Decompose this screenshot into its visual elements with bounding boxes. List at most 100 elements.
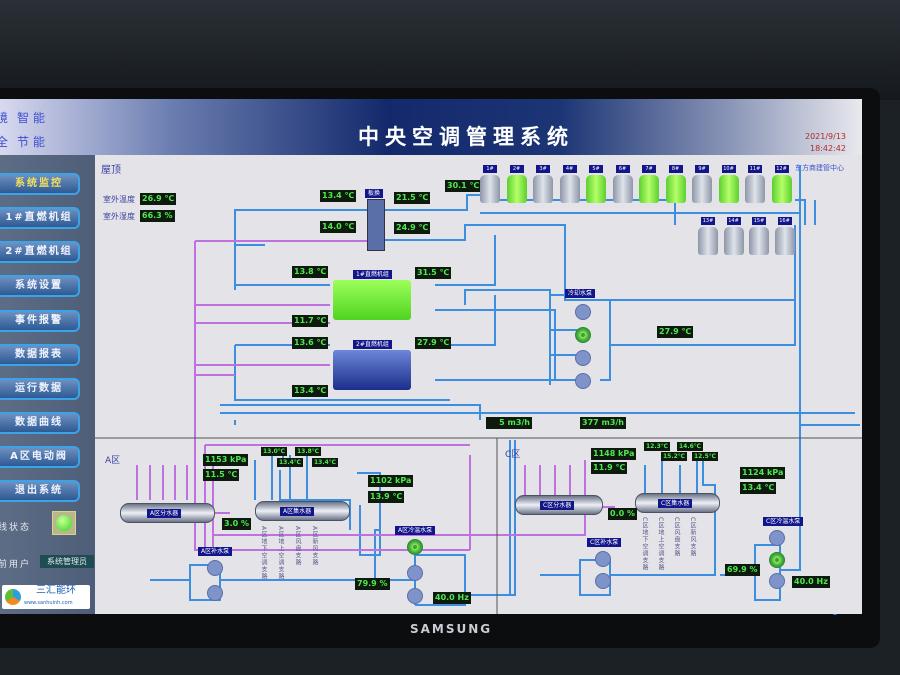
- branch-temp: 13.8℃: [295, 447, 322, 456]
- nav-data-curve[interactable]: 数据曲线: [0, 412, 80, 434]
- zone-c-bypass-valve: 0.0 %: [608, 508, 637, 520]
- background-ceiling: [0, 0, 900, 100]
- scada-screen: 境 智能 全 节能 中央空调管理系统 2021/9/13 18:42:42 东方…: [0, 99, 862, 614]
- cooling-pump-2[interactable]: [575, 327, 591, 343]
- cooling-tower[interactable]: [506, 175, 527, 203]
- cooling-pump-4[interactable]: [575, 373, 591, 389]
- online-status-lamp: [52, 511, 76, 535]
- cooling-tower[interactable]: [774, 227, 795, 255]
- cooling-tower-label: 13#: [701, 217, 715, 225]
- temp-reading: 13.4 ℃: [320, 190, 357, 202]
- zone-a-circ-pump-1[interactable]: [407, 539, 423, 555]
- cooling-pump-1[interactable]: [575, 304, 591, 320]
- cooling-tower[interactable]: [771, 175, 792, 203]
- cooling-tower-label: 9#: [695, 165, 709, 173]
- temp-reading: 24.9 ℃: [394, 222, 431, 234]
- chiller-2-label: 2#直燃机组: [353, 340, 392, 349]
- zone-c-makeup-pump-2[interactable]: [595, 573, 611, 589]
- zone-a-collector-label: A区集水器: [280, 507, 315, 516]
- chiller-2[interactable]: [333, 350, 411, 390]
- cooling-tower-label: 6#: [615, 165, 630, 173]
- cooling-return-temp: 27.9 ℃: [657, 326, 694, 338]
- monitor-brand: SAMSUNG: [410, 622, 493, 636]
- nav-chiller-2[interactable]: 2#直燃机组: [0, 241, 80, 263]
- cooling-tower[interactable]: [586, 175, 606, 203]
- zone-a-return-temp: 13.9 ℃: [368, 491, 405, 503]
- cooling-tower[interactable]: [639, 175, 659, 203]
- branch-temp: 13.0℃: [261, 447, 288, 456]
- cooling-tower[interactable]: [718, 175, 739, 203]
- nav-run-data[interactable]: 运行数据: [0, 378, 80, 400]
- zone-a-circ-pump-3[interactable]: [407, 588, 423, 604]
- nav-chiller-1[interactable]: 1#直燃机组: [0, 207, 80, 229]
- temp-reading: 13.4 ℃: [292, 385, 329, 397]
- nav-event-alarm[interactable]: 事件报警: [0, 310, 80, 332]
- zone-c-pump-frequency: 40.0 Hz: [792, 576, 830, 588]
- process-diagram: 屋顶 室外温度 26.9 ℃ 室外湿度 66.3 % 板换 1#直燃机组 2#直…: [95, 155, 862, 614]
- zone-c-return-pressure: 1124 kPa: [740, 467, 786, 479]
- zone-c-makeup-pump-1[interactable]: [595, 551, 611, 567]
- outdoor-humidity-label: 室外湿度: [103, 212, 135, 221]
- heat-exchanger[interactable]: [367, 199, 385, 251]
- zone-c-title: C区: [505, 450, 521, 460]
- roof-title: 屋顶: [101, 165, 121, 176]
- cooling-tower-label: 5#: [589, 165, 603, 173]
- zone-a-circ-pump-2[interactable]: [407, 565, 423, 581]
- branch-temp: 13.4℃: [277, 458, 304, 467]
- cooling-tower[interactable]: [665, 175, 686, 203]
- cooling-tower[interactable]: [533, 175, 553, 203]
- org-name: 东方商建管中心: [795, 164, 844, 172]
- cooling-tower[interactable]: [692, 175, 712, 203]
- zone-a-distributor-label: A区分水器: [147, 509, 182, 518]
- zone-a-pump-valve: 79.9 %: [355, 578, 390, 590]
- cooling-tower[interactable]: [480, 175, 500, 203]
- slogan: 节能: [17, 135, 50, 149]
- cooling-tower[interactable]: [698, 227, 718, 255]
- cooling-tower[interactable]: [749, 227, 769, 255]
- outdoor-temp-value: 26.9 ℃: [140, 193, 177, 205]
- branch-label: C区风盘支路: [673, 517, 680, 558]
- cooling-tower-label: 11#: [748, 165, 762, 173]
- cooling-tower[interactable]: [612, 175, 633, 203]
- branch-label: A区地下空调支路: [260, 526, 267, 581]
- cooling-tower[interactable]: [559, 175, 580, 203]
- zone-c-supply-pressure: 1148 kPa: [591, 448, 637, 460]
- zone-a-title: A区: [105, 456, 121, 466]
- cooling-tower-label: 2#: [509, 165, 524, 173]
- slogan: 境: [0, 111, 13, 125]
- zone-c-pump-valve: 69.9 %: [725, 564, 760, 576]
- cooling-tower-label: 15#: [752, 217, 766, 225]
- cooling-tower[interactable]: [723, 227, 744, 255]
- slogan: 智能: [17, 111, 50, 125]
- header: 境 智能 全 节能 中央空调管理系统 2021/9/13 18:42:42: [0, 99, 862, 155]
- hot-water-pipes: [136, 240, 615, 551]
- branch-label: A区风盘支路: [294, 526, 301, 567]
- current-user[interactable]: 系统管理员: [40, 555, 94, 568]
- sidebar: 系统监控 1#直燃机组 2#直燃机组 系统设置 事件报警 数据报表 运行数据 数…: [0, 155, 95, 614]
- nav-exit[interactable]: 退出系统: [0, 480, 80, 502]
- nav-data-report[interactable]: 数据报表: [0, 344, 80, 366]
- temp-reading: 13.6 ℃: [292, 337, 329, 349]
- cooling-pump-3[interactable]: [575, 350, 591, 366]
- chiller-1[interactable]: [333, 280, 411, 320]
- zone-a-makeup-pump-2[interactable]: [207, 585, 223, 601]
- zone-a-pump-frequency: 40.0 Hz: [433, 592, 471, 604]
- nav-zone-a-valve[interactable]: A区电动阀: [0, 446, 80, 468]
- zone-c-circ-pump-3[interactable]: [769, 573, 785, 589]
- zone-c-collector-label: C区集水器: [658, 499, 693, 508]
- zone-a-bypass-valve: 3.0 %: [222, 518, 251, 530]
- zone-a-makeup-pump-label: A区补水泵: [198, 547, 233, 556]
- zone-c-circ-pump-1[interactable]: [769, 530, 785, 546]
- temp-reading: 21.5 ℃: [394, 192, 431, 204]
- temp-reading: 30.1 ℃: [445, 180, 482, 192]
- logo-icon: [5, 589, 21, 605]
- zone-c-return-temp: 13.4 ℃: [740, 482, 777, 494]
- flow-reading: 5 m3/h: [486, 417, 532, 429]
- zone-a-makeup-pump-1[interactable]: [207, 560, 223, 576]
- cooling-tower[interactable]: [745, 175, 765, 203]
- nav-system-settings[interactable]: 系统设置: [0, 275, 80, 297]
- nav-system-monitor[interactable]: 系统监控: [0, 173, 80, 195]
- outdoor-temp-label: 室外温度: [103, 195, 135, 204]
- flow-reading: 377 m3/h: [580, 417, 627, 429]
- zone-c-circ-pump-2[interactable]: [769, 552, 785, 568]
